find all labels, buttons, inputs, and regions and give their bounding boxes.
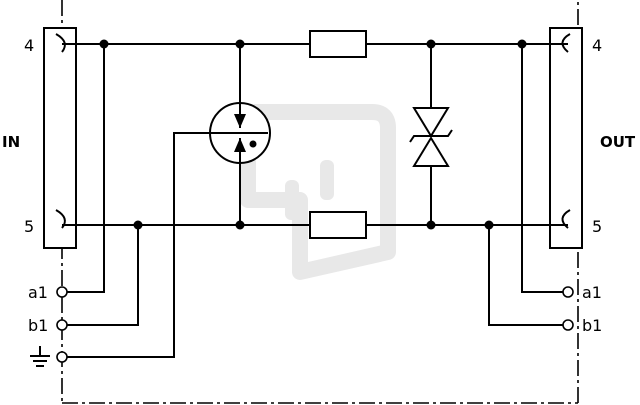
resistor-icon xyxy=(309,211,367,239)
out-b1-label: b1 xyxy=(582,316,602,335)
in-a1-label: a1 xyxy=(28,283,48,302)
gas-discharge-tube-icon xyxy=(209,44,271,225)
out-a1-wire xyxy=(521,44,568,293)
out-a1-label: a1 xyxy=(582,283,602,302)
input-terminal-block xyxy=(43,27,77,249)
terminal-points xyxy=(56,286,574,363)
resistor-icon xyxy=(309,30,367,58)
out-terminal-bottom-label: 5 xyxy=(592,217,602,236)
junction-dots xyxy=(99,39,527,230)
ground-symbol-icon xyxy=(30,346,50,367)
output-terminal-block xyxy=(549,27,583,249)
in-b1-label: b1 xyxy=(28,316,48,335)
out-label: OUT xyxy=(600,133,636,151)
in-terminal-top-label: 4 xyxy=(24,36,34,55)
in-a1-wire xyxy=(62,44,105,293)
in-b1-wire xyxy=(62,225,139,326)
out-b1-wire xyxy=(488,225,568,326)
ground-lead-wire xyxy=(62,132,212,358)
bidirectional-tvs-diode-icon xyxy=(409,44,453,225)
in-terminal-bottom-label: 5 xyxy=(24,217,34,236)
out-terminal-top-label: 4 xyxy=(592,36,602,55)
in-label: IN xyxy=(2,133,20,151)
enclosure-outline xyxy=(61,0,579,404)
plug-socket-watermark-icon xyxy=(240,104,396,280)
